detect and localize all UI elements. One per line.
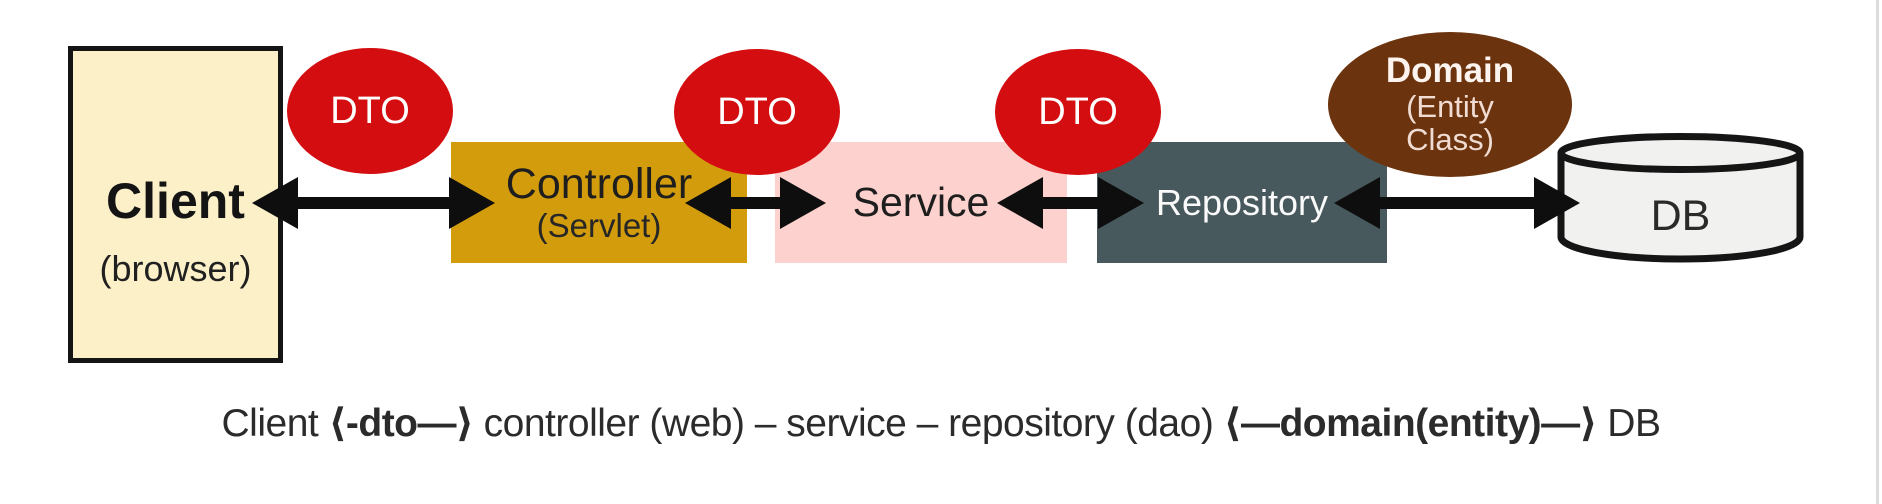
arrow-repository-db-icon — [1334, 177, 1580, 229]
node-db-label: DB — [1650, 192, 1711, 240]
node-client-sublabel: (browser) — [99, 248, 252, 289]
caption-segment: controller (web) – service – repository … — [473, 402, 1224, 445]
node-repository-label: Repository — [1155, 181, 1329, 223]
oval-dto-2: DTO — [674, 49, 840, 175]
oval-dto-3-label: DTO — [1038, 90, 1118, 133]
oval-domain-sublabel-1: (Entity — [1406, 88, 1494, 124]
node-client-label: Client — [106, 173, 245, 229]
node-client: Client (browser) — [68, 46, 283, 363]
oval-dto-2-label: DTO — [717, 90, 797, 133]
node-controller-sublabel: (Servlet) — [536, 206, 662, 244]
oval-dto-1-label: DTO — [330, 89, 410, 132]
arrow-service-repository-icon — [997, 177, 1144, 229]
oval-domain-label: Domain — [1385, 51, 1515, 91]
oval-dto-1: DTO — [287, 48, 453, 174]
database-cylinder-icon — [1557, 133, 1804, 263]
oval-domain-sublabel-2: Class) — [1406, 122, 1494, 158]
arrow-controller-service-icon — [685, 177, 826, 229]
page-edge-divider — [1876, 0, 1879, 504]
arrow-client-controller-icon — [252, 177, 495, 229]
caption-segment: Client — [221, 402, 329, 445]
node-controller-label: Controller — [505, 159, 693, 208]
caption-segment-dto: ⟨-dto—⟩ — [328, 402, 474, 445]
diagram-caption: Client ⟨-dto—⟩ controller (web) – servic… — [0, 398, 1882, 450]
caption-segment-domain: ⟨—domain(entity)—⟩ — [1223, 402, 1598, 445]
caption-segment: DB — [1596, 402, 1661, 445]
node-service-label: Service — [852, 179, 990, 225]
oval-domain-entity: Domain (Entity Class) — [1328, 32, 1572, 177]
oval-dto-3: DTO — [995, 49, 1161, 175]
